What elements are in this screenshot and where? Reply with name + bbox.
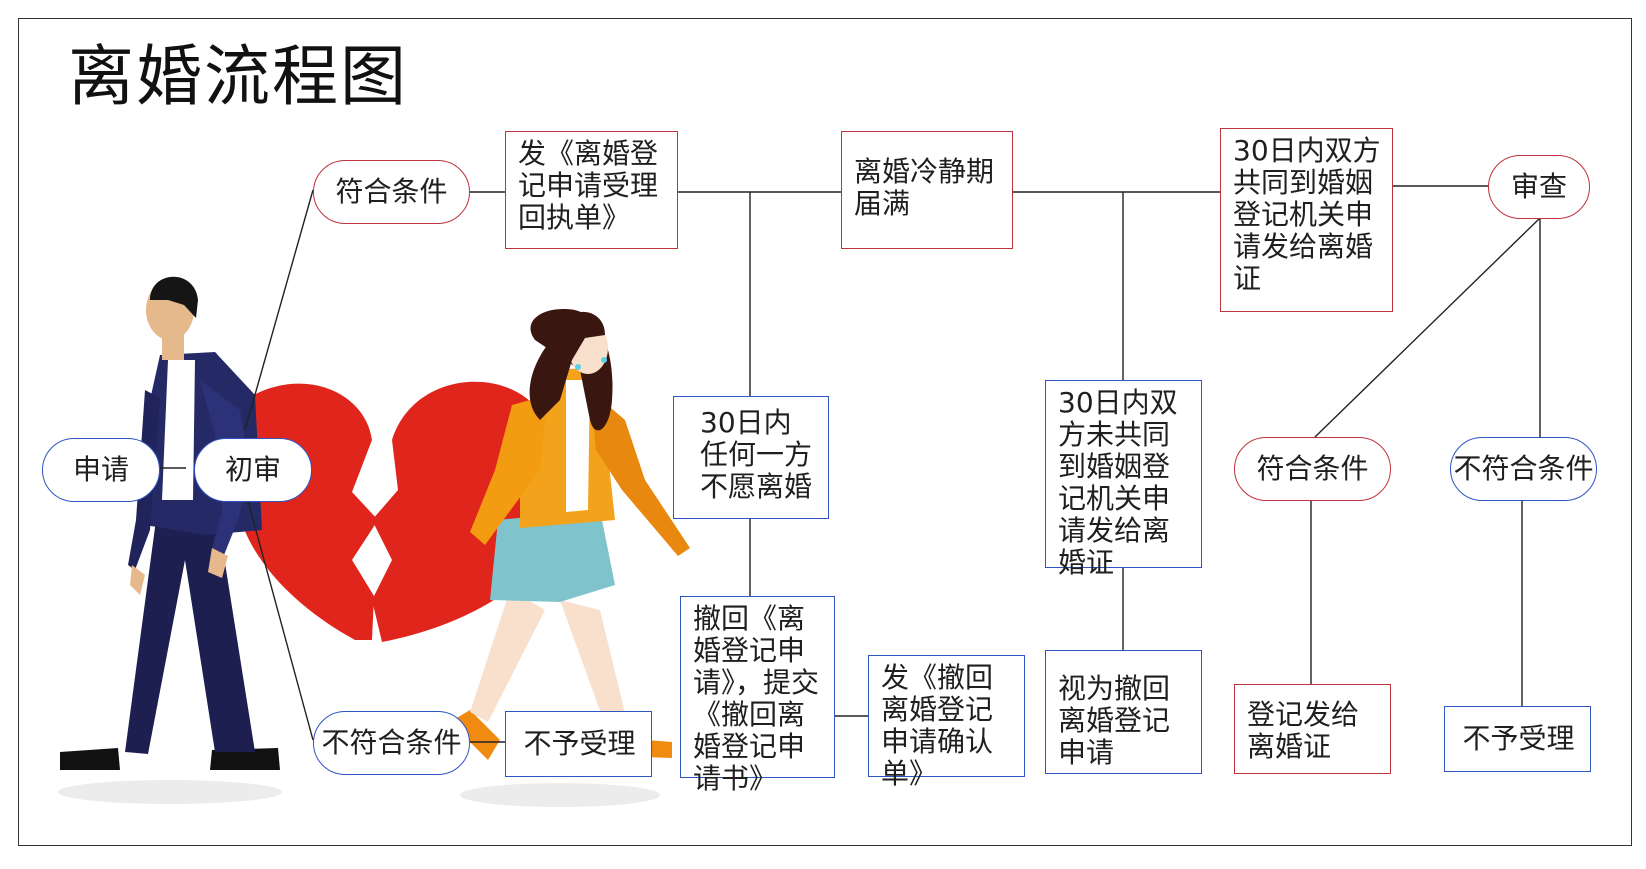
diagram-frame bbox=[18, 18, 1632, 846]
fails-conditions-node: 不符合条件 bbox=[313, 711, 470, 775]
meets-conditions-2-node: 符合条件 bbox=[1234, 437, 1391, 501]
register-issue-cert-node: 登记发给离婚证 bbox=[1234, 684, 1391, 774]
issue-withdraw-confirm-node: 发《撤回离婚登记申请确认单》 bbox=[868, 655, 1025, 790]
review-node: 审查 bbox=[1488, 155, 1590, 219]
man-walking-icon bbox=[60, 276, 280, 770]
not-joint-node: 30日内双方未共同到婚姻登记机关申请发给离婚证 bbox=[1045, 380, 1202, 579]
initial-review-node: 初审 bbox=[194, 438, 312, 502]
not-accepted-node: 不予受理 bbox=[505, 711, 652, 777]
apply-node: 申请 bbox=[42, 438, 160, 502]
fails-conditions-2-node: 不符合条件 bbox=[1450, 437, 1597, 501]
not-accepted-2-node: 不予受理 bbox=[1444, 706, 1591, 772]
issue-receipt-node: 发《离婚登记申请受理回执单》 bbox=[505, 131, 678, 249]
either-unwilling-node: 30日内任何一方不愿离婚 bbox=[673, 396, 829, 519]
meets-conditions-node: 符合条件 bbox=[313, 160, 470, 224]
joint-apply-node: 30日内双方共同到婚姻登记机关申请发给离婚证 bbox=[1220, 128, 1393, 312]
woman-crying-icon bbox=[450, 309, 690, 760]
cooling-period-end-node: 离婚冷静期届满 bbox=[841, 131, 1013, 249]
page-title: 离婚流程图 bbox=[68, 38, 408, 115]
withdraw-application-node: 撤回《离婚登记申请》，提交《撤回离婚登记申请书》 bbox=[680, 596, 835, 795]
woman-shadow bbox=[460, 783, 660, 807]
man-shadow bbox=[58, 780, 282, 804]
deemed-withdrawn-node: 视为撤回离婚登记申请 bbox=[1045, 650, 1202, 774]
